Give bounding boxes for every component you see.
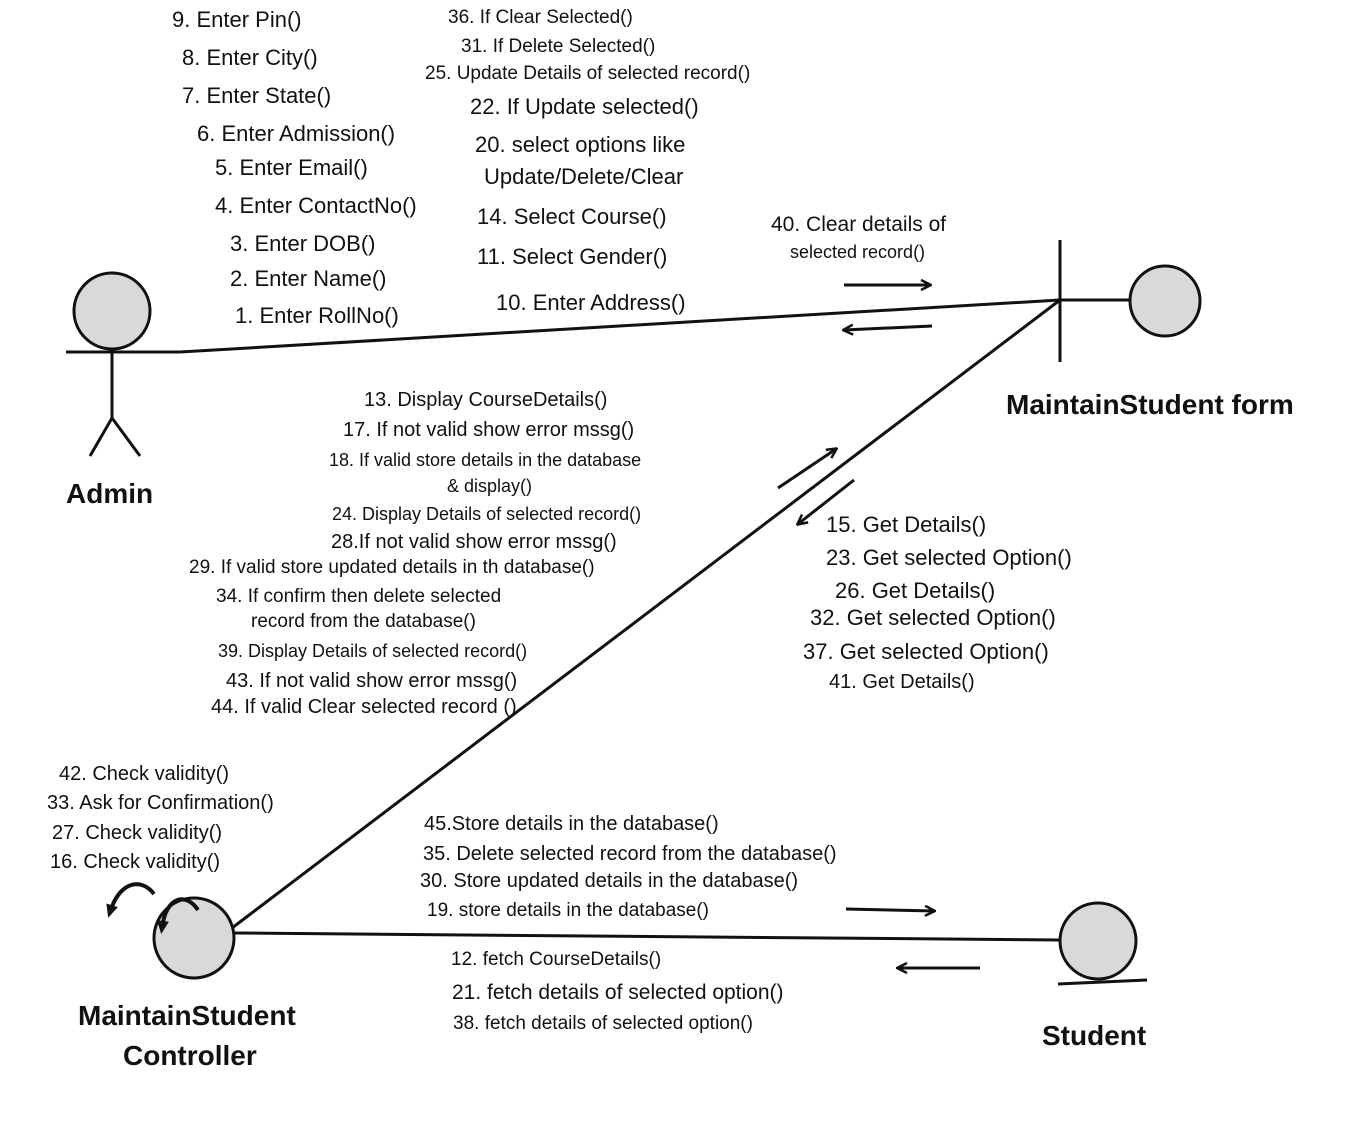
student-label: Student bbox=[1042, 1020, 1147, 1051]
message-label: 19. store details in the database() bbox=[427, 900, 710, 921]
message-label: 39. Display Details of selected record() bbox=[218, 641, 528, 661]
message-label: 33. Ask for Confirmation() bbox=[47, 792, 274, 814]
message-label: 38. fetch details of selected option() bbox=[453, 1013, 753, 1034]
controller-label-line2: Controller bbox=[123, 1040, 257, 1071]
controller-circle bbox=[152, 896, 236, 980]
self-call-arrow-inner bbox=[156, 897, 200, 934]
link-form-controller bbox=[231, 298, 1061, 930]
message-label: 21. fetch details of selected option() bbox=[452, 981, 784, 1004]
message-label: 40. Clear details of bbox=[771, 213, 947, 236]
message-label: 10. Enter Address() bbox=[496, 290, 686, 315]
student-underline bbox=[1057, 978, 1148, 986]
message-label: 23. Get selected Option() bbox=[826, 545, 1072, 570]
form-label: MaintainStudent form bbox=[1006, 389, 1294, 420]
message-label: 29. If valid store updated details in th… bbox=[189, 557, 595, 578]
self-call-arrow-outer bbox=[106, 882, 156, 918]
message-label: 32. Get selected Option() bbox=[810, 605, 1056, 630]
message-label: 4. Enter ContactNo() bbox=[215, 193, 417, 218]
admin-actor bbox=[66, 271, 180, 457]
message-label: 18. If valid store details in the databa… bbox=[329, 450, 642, 470]
message-label: 26. Get Details() bbox=[835, 578, 996, 603]
message-label: 20. select options like bbox=[475, 132, 686, 157]
admin-head bbox=[72, 271, 152, 351]
message-label: 12. fetch CourseDetails() bbox=[451, 949, 662, 970]
message-label: 1. Enter RollNo() bbox=[235, 303, 399, 328]
controller-label-line1: MaintainStudent bbox=[78, 1000, 296, 1031]
message-label: & display() bbox=[447, 476, 533, 496]
message-label: 36. If Clear Selected() bbox=[448, 7, 633, 28]
link-admin-form bbox=[179, 298, 1061, 354]
message-label: 35. Delete selected record from the data… bbox=[423, 843, 837, 865]
message-label: 9. Enter Pin() bbox=[172, 7, 302, 32]
message-label: 34. If confirm then delete selected bbox=[216, 586, 502, 607]
message-label: 37. Get selected Option() bbox=[803, 639, 1049, 664]
arrow-form-to-controller bbox=[798, 478, 855, 524]
message-label: 43. If not valid show error mssg() bbox=[226, 670, 518, 692]
message-label: 25. Update Details of selected record() bbox=[425, 63, 751, 84]
message-label: 6. Enter Admission() bbox=[197, 121, 396, 146]
student-entity-object bbox=[1057, 901, 1148, 986]
form-boundary-circle bbox=[1128, 264, 1202, 338]
message-label: 30. Store updated details in the databas… bbox=[420, 870, 799, 892]
message-label: 14. Select Course() bbox=[477, 204, 667, 229]
message-label: 13. Display CourseDetails() bbox=[364, 389, 608, 411]
message-label: 17. If not valid show error mssg() bbox=[343, 419, 635, 441]
link-controller-student bbox=[233, 931, 1061, 942]
message-label: 31. If Delete Selected() bbox=[461, 36, 656, 57]
message-label: 3. Enter DOB() bbox=[230, 231, 376, 256]
message-label: 7. Enter State() bbox=[182, 83, 332, 108]
form-boundary-object bbox=[1058, 240, 1202, 362]
message-label: selected record() bbox=[790, 242, 926, 262]
admin-right-leg bbox=[110, 417, 142, 457]
message-label: 5. Enter Email() bbox=[215, 155, 368, 180]
arrow-controller-to-student bbox=[845, 909, 934, 911]
message-label: 2. Enter Name() bbox=[230, 266, 387, 291]
message-label: Update/Delete/Clear bbox=[484, 164, 684, 189]
controller-object bbox=[152, 896, 236, 980]
message-label: record from the database() bbox=[251, 611, 476, 632]
message-label: 41. Get Details() bbox=[829, 671, 975, 693]
admin-left-leg bbox=[88, 417, 114, 457]
admin-label: Admin bbox=[66, 478, 154, 509]
message-label: 28.If not valid show error mssg() bbox=[331, 531, 617, 553]
message-label: 42. Check validity() bbox=[59, 763, 230, 785]
message-label: 11. Select Gender() bbox=[477, 244, 668, 269]
message-label: 16. Check validity() bbox=[50, 851, 221, 873]
arrow-controller-to-form bbox=[777, 449, 836, 490]
message-label: 15. Get Details() bbox=[826, 512, 987, 537]
message-label: 8. Enter City() bbox=[182, 45, 318, 70]
student-circle bbox=[1058, 901, 1138, 981]
arrow-form-to-admin bbox=[844, 326, 933, 330]
message-label: 24. Display Details of selected record() bbox=[332, 504, 642, 524]
message-label: 27. Check validity() bbox=[52, 822, 223, 844]
message-label: 44. If valid Clear selected record () bbox=[211, 696, 517, 718]
message-label: 45.Store details in the database() bbox=[424, 813, 719, 835]
message-label: 22. If Update selected() bbox=[470, 94, 699, 119]
